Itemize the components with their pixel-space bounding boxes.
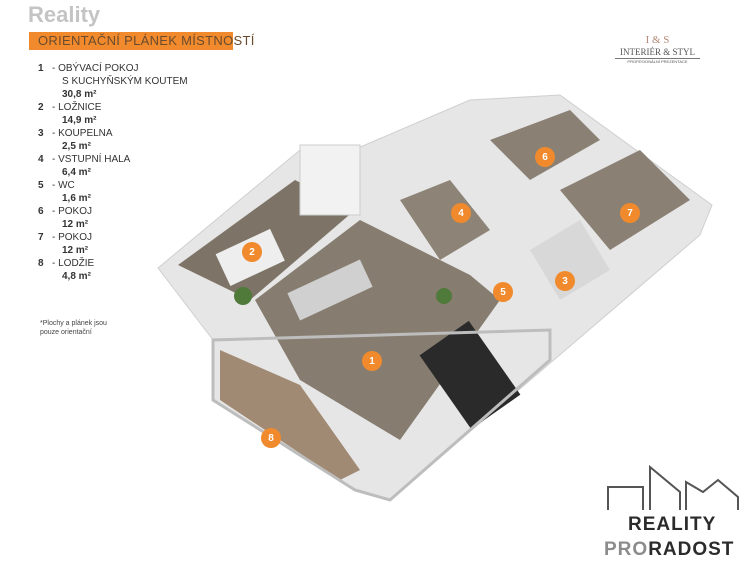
disclaimer-note: *Plochy a plánek jsou pouze orientační [40,320,107,336]
logo-pro: PRO [604,539,649,560]
room-number: 7 [38,232,44,243]
room-number: 1 [38,63,44,74]
agency-logo-line1: REALITY [628,514,717,535]
room-name: - VSTUPNÍ HALA [52,154,131,165]
plant [436,288,452,304]
room-name-cont: S KUCHYŇSKÝM KOUTEM [62,76,188,87]
page-title: ORIENTAČNÍ PLÁNEK MÍSTNOSTÍ [38,33,255,48]
room-name: - POKOJ [52,232,93,243]
room-number: 5 [38,180,44,191]
room-marker-7: 7 [620,203,640,223]
room-marker-4: 4 [451,203,471,223]
room-number: 2 [38,102,44,113]
living-floor [255,220,500,440]
room-name: - WC [52,180,75,191]
room-name: - LODŽIE [52,258,95,269]
room-marker-6: 6 [535,147,555,167]
room-number: 6 [38,206,44,217]
legend-item: 1 - OBÝVACÍ POKOJ [38,62,188,75]
room-marker-1: 1 [362,351,382,371]
room-area: 2,5 m² [62,141,91,152]
room-area: 12 m² [62,245,89,256]
kitchen-counter [419,320,521,430]
room-area: 30,8 m² [62,89,97,100]
wardrobe [299,144,361,216]
room-marker-8: 8 [261,428,281,448]
interier-styl-logo: I & S INTERIÉR & STYL PROFESIONÁLNÍ PREZ… [615,34,700,65]
loggia-floor [220,350,360,480]
wall-bottom [211,328,552,502]
logo-tagline: PROFESIONÁLNÍ PREZENTACE [627,59,688,64]
hall-floor [400,180,490,260]
room-area: 6,4 m² [62,167,91,178]
room-area: 12 m² [62,219,89,230]
room-number: 4 [38,154,44,165]
bathroom-floor [530,220,610,300]
room-marker-2: 2 [242,242,262,262]
room-area: 1,6 m² [62,193,91,204]
room-name: - POKOJ [52,206,93,217]
legend-item: 8 - LODŽIE [38,257,188,270]
logo-name: INTERIÉR & STYL [615,47,700,59]
room-name: - OBÝVACÍ POKOJ [52,63,139,74]
room-area: 4,8 m² [62,271,91,282]
room6-floor [490,110,600,180]
legend-item: 3 - KOUPELNA [38,127,188,140]
title-bar [29,32,233,50]
legend-item: 5 - WC [38,179,188,192]
room7-floor [560,150,690,250]
legend-item: 2 - LOŽNICE [38,101,188,114]
room-name: - KOUPELNA [52,128,113,139]
watermark: Reality [28,2,101,27]
plant [234,287,252,305]
room-marker-3: 3 [555,271,575,291]
logo-radost: RADOST [648,539,735,560]
room-number: 8 [38,258,44,269]
legend-item: 7 - POKOJ [38,231,188,244]
room-legend: 1 - OBÝVACÍ POKOJ S KUCHYŇSKÝM KOUTEM 30,… [38,62,188,283]
room-area: 14,9 m² [62,115,97,126]
logo-monogram: I & S [645,34,670,46]
sofa [287,259,373,321]
agency-logo-line2: PRORADOST [604,539,734,560]
room-number: 3 [38,128,44,139]
legend-item: 6 - POKOJ [38,205,188,218]
room-marker-5: 5 [493,282,513,302]
room-name: - LOŽNICE [52,102,102,113]
house-outline-icon [607,464,739,510]
legend-item: 4 - VSTUPNÍ HALA [38,153,188,166]
